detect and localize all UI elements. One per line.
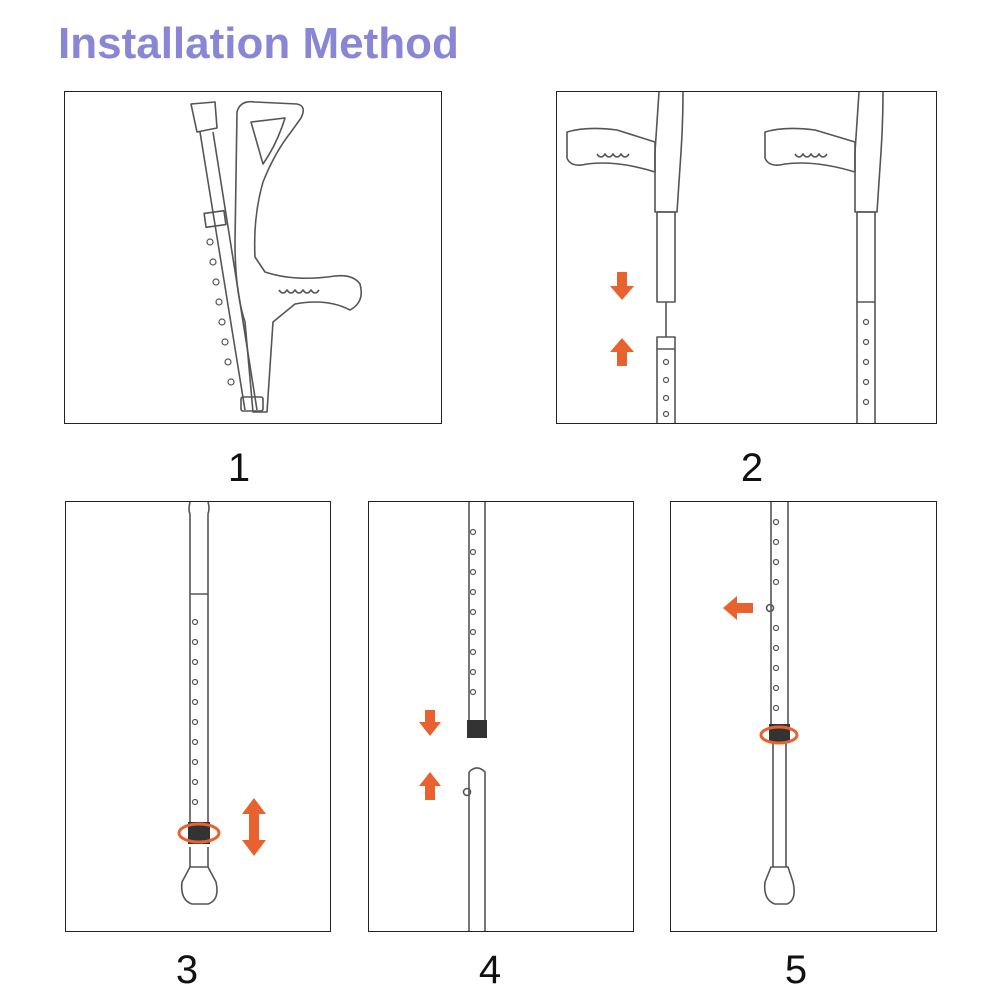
- locking-ring: [188, 822, 210, 844]
- rubber-tip: [763, 866, 795, 905]
- upper-tube: [188, 502, 210, 595]
- handle-grip: [278, 289, 320, 294]
- step-4-panel: [368, 501, 634, 932]
- step-3-panel: [65, 501, 331, 932]
- left-handle: [566, 127, 656, 173]
- step-number-2: 2: [740, 446, 764, 490]
- lower-tube: [772, 742, 787, 867]
- push-button: [462, 787, 472, 797]
- arrow-up-icon: [610, 338, 634, 366]
- push-button: [765, 603, 775, 613]
- step-1-panel: [64, 91, 442, 424]
- step-number-1: 1: [227, 446, 251, 490]
- step-1-crutch-illustration: [190, 100, 363, 413]
- lower-tube: [189, 594, 209, 822]
- step-2-crutch-illustration: [566, 92, 884, 423]
- lower-tube: [199, 131, 258, 411]
- right-lower-tube: [856, 302, 876, 423]
- end-cap: [190, 101, 218, 133]
- rubber-tip: [180, 866, 218, 905]
- arrow-up-icon: [419, 772, 441, 800]
- rotate-icon: [177, 822, 221, 844]
- step-4-crutch-illustration: [419, 502, 487, 931]
- bottom-tip: [240, 396, 264, 412]
- step-number-4: 4: [478, 948, 502, 992]
- page-title: Installation Method: [58, 19, 459, 68]
- step-3-crutch-illustration: [177, 502, 266, 905]
- step-2-arrows: [610, 272, 634, 366]
- rotate-icon: [759, 725, 799, 745]
- arrow-left-icon: [723, 596, 753, 620]
- locking-ring: [467, 720, 487, 738]
- upper-tube: [770, 502, 789, 724]
- collar: [203, 209, 227, 229]
- right-handle: [764, 127, 856, 173]
- step-5-crutch-illustration: [723, 502, 799, 905]
- step-5-panel: [670, 501, 937, 932]
- step-number-5: 5: [784, 948, 808, 992]
- cuff-window: [250, 117, 286, 165]
- upper-tube: [468, 502, 486, 720]
- arrow-up-down-icon: [242, 798, 266, 856]
- cuff-handle: [234, 100, 363, 413]
- step-2-panel: [556, 91, 937, 424]
- left-lower-tube: [656, 349, 676, 423]
- right-upper-tube: [856, 211, 876, 303]
- step-4-arrows: [419, 710, 441, 800]
- right-cuff: [854, 92, 884, 213]
- left-cuff: [654, 92, 684, 213]
- left-upper-tube: [656, 211, 676, 303]
- step-number-3: 3: [175, 948, 199, 992]
- lower-tube: [468, 767, 486, 931]
- arrow-down-icon: [610, 272, 634, 300]
- step-5-arrows: [723, 596, 799, 745]
- step-3-arrows: [177, 798, 266, 856]
- arrow-down-icon: [419, 710, 441, 736]
